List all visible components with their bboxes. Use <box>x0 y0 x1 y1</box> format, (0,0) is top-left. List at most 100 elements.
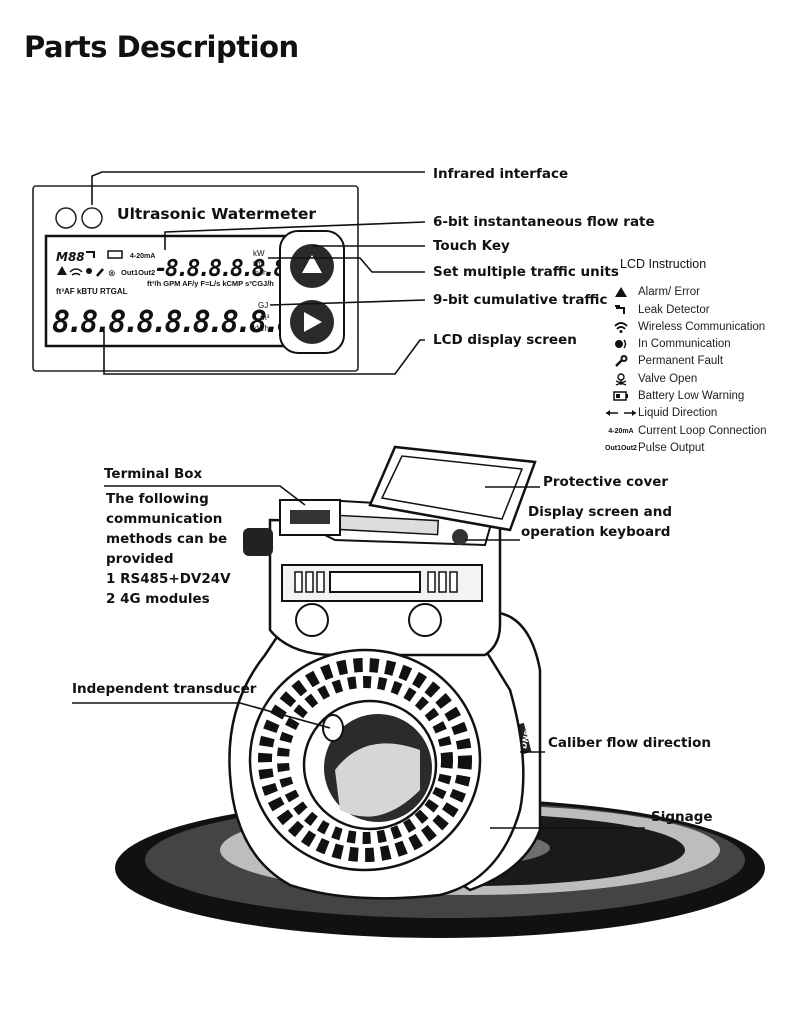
lcd-legend-row: 4-20mA Current Loop Connection <box>604 423 767 439</box>
alarm-icon <box>604 286 638 298</box>
lcd-alarm-symbol <box>57 266 67 275</box>
lcd-bottom-digits: 8.8.8.8.8.8.8.8.8 <box>52 305 294 340</box>
lcd-legend-row: In Communication <box>604 336 731 352</box>
terminal-box-description: The following communication methods can … <box>106 489 231 609</box>
meter-bore-highlight <box>335 743 420 817</box>
line-traffic-units <box>268 257 425 273</box>
lcd-top-indicators: M88 <box>56 250 85 264</box>
leak-detector-icon <box>604 304 638 316</box>
touch-key-up-icon <box>302 255 322 273</box>
lcd-legend-row: Alarm/ Error <box>604 284 700 300</box>
lcd-leak-symbol <box>86 251 95 258</box>
callout-traffic-units: Set multiple traffic units <box>433 264 619 280</box>
lcd-legend-label: Valve Open <box>638 373 698 385</box>
current-loop-icon: 4-20mA <box>608 427 634 435</box>
lcd-top-unit-2: L/m <box>253 261 265 268</box>
cable-gland <box>243 528 273 556</box>
lcd-legend-label: Battery Low Warning <box>638 390 745 402</box>
meter-ring-holes-band <box>258 658 472 862</box>
lcd-legend-label: In Communication <box>638 338 731 350</box>
lcd-bottom-unit-2: m³ <box>260 313 270 322</box>
pulse-output-icon: Out1Out2 <box>605 444 637 452</box>
lcd-legend-label: Pulse Output <box>638 442 705 454</box>
display-box-key <box>452 529 468 545</box>
lcd-legend-label: Liquid Direction <box>638 407 718 419</box>
lcd-legend-label: Alarm/ Error <box>638 286 700 298</box>
line-cumulative <box>269 299 426 306</box>
lcd-valve-symbol: ⊗ <box>108 269 116 279</box>
lcd-battery-symbol <box>107 250 123 259</box>
callout-display-keyboard-1: Display screen and <box>528 504 673 520</box>
line-flow-rate <box>164 221 426 250</box>
lcd-top-unit-3: m³/h <box>253 270 267 277</box>
callout-touch-key: Touch Key <box>433 238 510 254</box>
lcd-top-digits: -8.8.8.8.8.8 <box>154 256 286 282</box>
terminal-line: provided <box>106 551 174 567</box>
lcd-mid-units-left: ft³AF kBTU RTGAL <box>56 287 128 296</box>
lcd-legend-row: Wireless Communication <box>604 319 765 335</box>
line-terminal-box <box>104 485 306 506</box>
meter-callout-lines <box>72 485 645 829</box>
callout-display-keyboard-2: operation keyboard <box>521 524 671 540</box>
housing-window <box>329 571 421 593</box>
battery-icon <box>604 391 638 401</box>
terminal-line: 1 RS485+DV24V <box>106 571 231 587</box>
lcd-callout-lines <box>91 171 426 375</box>
lcd-legend-label: Permanent Fault <box>638 355 724 367</box>
lcd-legend-row: Battery Low Warning <box>604 388 744 404</box>
infrared-port-1 <box>55 207 77 229</box>
lcd-bottom-unit-1: GJ <box>258 301 268 310</box>
terminal-line: methods can be <box>106 531 228 547</box>
lcd-legend-label: Current Loop Connection <box>638 425 767 437</box>
lcd-current-loop: 4-20mA <box>130 253 155 260</box>
wireless-icon <box>604 321 638 333</box>
infrared-port-2 <box>81 207 103 229</box>
callout-cumulative: 9-bit cumulative traffic <box>433 292 608 308</box>
terminal-line: communication <box>106 511 223 527</box>
callout-protective-cover: Protective cover <box>543 474 669 490</box>
callout-transducer: Independent transducer <box>72 681 257 697</box>
lcd-legend-row: Liquid Direction <box>604 405 717 421</box>
terminal-line: 2 4G modules <box>106 591 210 607</box>
transducer-port <box>322 714 344 742</box>
lcd-legend-row: Valve Open <box>604 371 697 387</box>
callout-terminal-box: Terminal Box <box>104 466 203 482</box>
housing-slot-4 <box>427 571 436 593</box>
terminal-line: The following <box>106 491 209 507</box>
line-transducer <box>72 702 331 729</box>
lcd-legend-label: Wireless Communication <box>638 321 766 333</box>
touch-key-right-icon <box>304 312 322 332</box>
terminal-block <box>290 510 330 524</box>
lcd-legend-row: Out1Out2 Pulse Output <box>604 440 704 456</box>
lcd-brand: Ultrasonic Watermeter <box>117 205 316 223</box>
housing-bolt-right <box>408 603 442 637</box>
lcd-mid-units-right: ft³/h GPM AF/y F=L/s kCMP s³CGJ/h <box>147 279 274 288</box>
lcd-legend-row: Permanent Fault <box>604 353 723 369</box>
lcd-legend-label: Leak Detector <box>638 304 710 316</box>
lcd-out-label: Out1Out2 <box>121 268 155 277</box>
meter-ring-holes-band-2 <box>277 676 453 844</box>
lcd-wifi-symbol <box>69 268 83 276</box>
callout-infrared: Infrared interface <box>433 166 569 182</box>
callout-caliber-flow: Caliber flow direction <box>548 735 711 751</box>
lcd-top-unit-1: kW <box>253 249 265 258</box>
callout-signage: Signage <box>651 809 713 825</box>
communication-icon <box>604 338 638 350</box>
lcd-wrench-symbol <box>96 268 104 277</box>
housing-slot-1 <box>294 571 303 593</box>
housing-bolt-left <box>295 603 329 637</box>
line-lcd-screen <box>103 330 425 375</box>
housing-slot-3 <box>316 571 325 593</box>
callout-flow-rate: 6-bit instantaneous flow rate <box>433 214 655 230</box>
lcd-legend-row: Leak Detector <box>604 302 710 318</box>
wrench-icon <box>604 355 638 367</box>
housing-slot-5 <box>438 571 447 593</box>
housing-slot-6 <box>449 571 458 593</box>
page-title: Parts Description <box>24 30 299 64</box>
valve-icon <box>604 372 638 386</box>
lcd-instruction-heading: LCD Instruction <box>620 257 707 271</box>
line-infrared <box>91 171 425 205</box>
callout-lcd-screen: LCD display screen <box>433 332 577 348</box>
